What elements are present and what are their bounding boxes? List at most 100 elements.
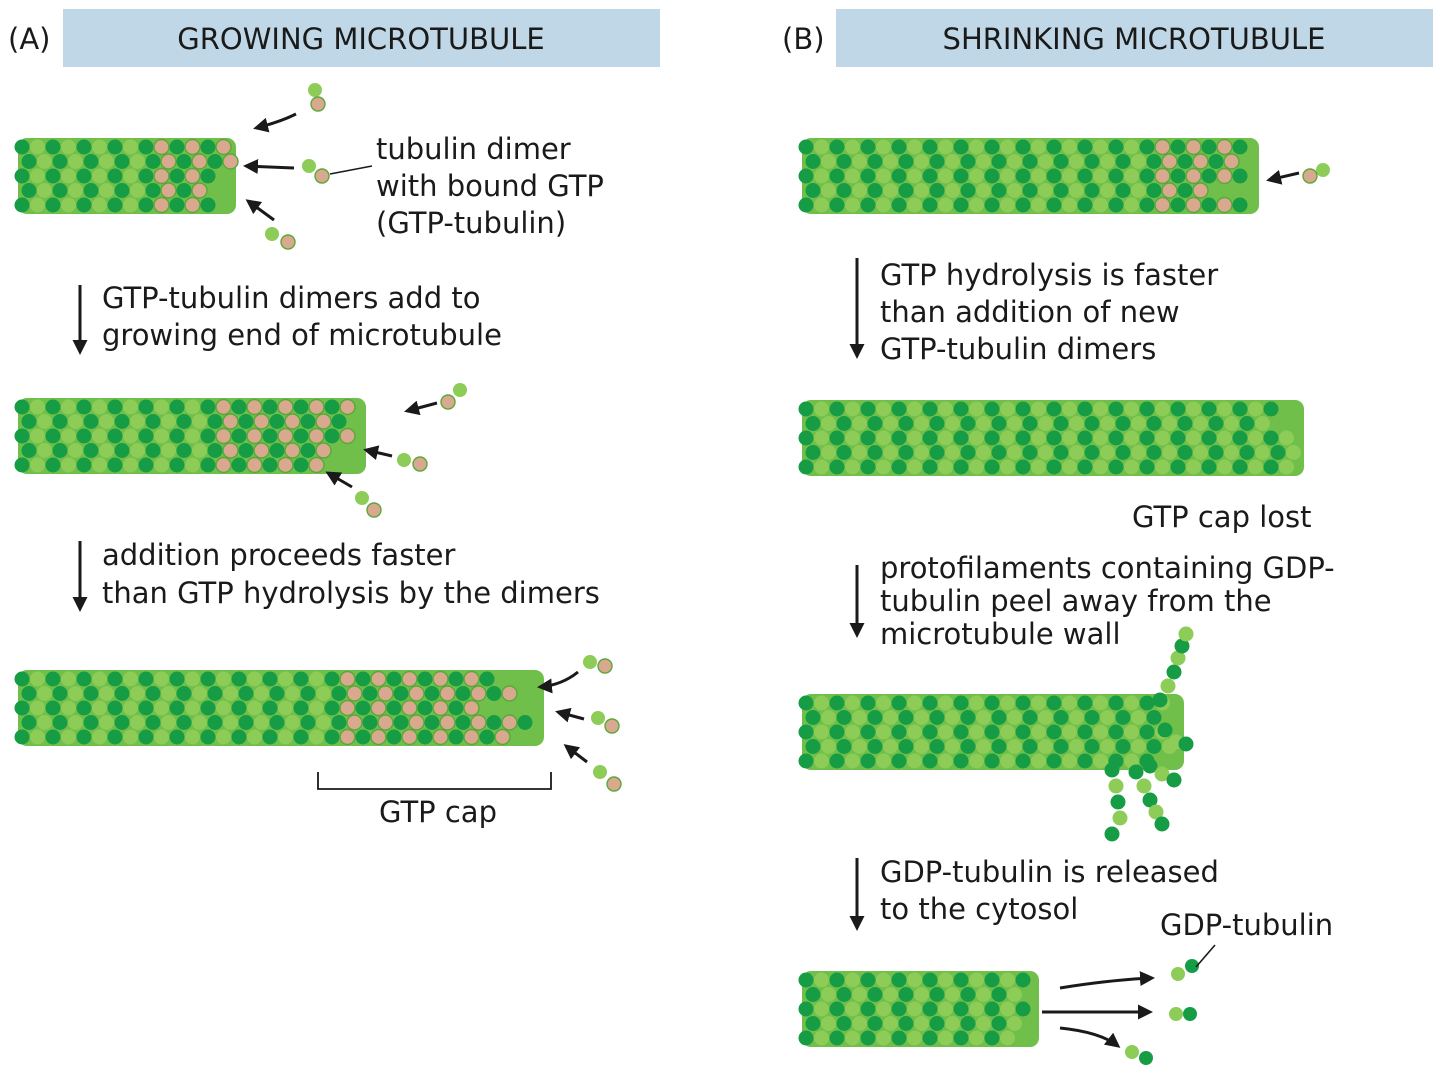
tubulin-bead — [1077, 430, 1093, 446]
tubulin-bead — [501, 714, 518, 731]
tubulin-bead — [1124, 168, 1139, 184]
tubulin-bead — [814, 724, 829, 740]
tubulin-bead — [929, 987, 945, 1002]
tubulin-bead — [1038, 416, 1053, 431]
microtubule-b-stage4 — [798, 971, 1039, 1047]
tubulin-bead — [448, 700, 464, 716]
tubulin-bead — [891, 168, 907, 184]
protofilament-bead — [1128, 764, 1144, 780]
tubulin-bead — [123, 168, 138, 184]
tubulin-bead — [1015, 695, 1031, 711]
tubulin-bead — [68, 414, 83, 429]
tubulin-bead — [30, 168, 45, 184]
tubulin-bead — [814, 401, 829, 417]
tubulin-bead — [969, 459, 984, 475]
tubulin-bead — [30, 671, 45, 687]
add-arrow — [537, 670, 579, 694]
tubulin-bead — [1201, 459, 1217, 475]
tubulin-bead — [401, 728, 418, 746]
tubulin-bead — [123, 729, 138, 745]
tubulin-bead — [1186, 401, 1201, 417]
tubulin-bead — [45, 729, 61, 745]
tubulin-bead — [386, 700, 402, 716]
tubulin-bead — [953, 430, 969, 446]
tubulin-bead — [1084, 183, 1100, 198]
tubulin-bead — [324, 428, 340, 444]
tubulin-bead — [1015, 972, 1031, 988]
tubulin-bead — [845, 972, 860, 988]
tubulin-bead — [836, 416, 852, 431]
tubulin-bead — [836, 445, 852, 460]
tubulin-bead — [52, 154, 68, 169]
add-arrow — [404, 400, 438, 416]
tubulin-bead — [68, 715, 83, 730]
tubulin-bead — [1170, 430, 1186, 446]
tubulin-bead — [883, 416, 898, 431]
tubulin-bead — [1046, 430, 1062, 446]
tubulin-bead — [262, 729, 278, 745]
tubulin-bead — [891, 753, 907, 769]
tubulin-bead — [184, 196, 201, 214]
free-dimer-bead — [397, 453, 411, 467]
tubulin-bead — [1053, 154, 1069, 169]
tubulin-bead — [185, 700, 200, 716]
tubulin-bead — [1131, 416, 1146, 431]
tubulin-bead — [976, 739, 991, 754]
tubulin-bead — [1217, 459, 1232, 475]
tubulin-bead — [976, 987, 991, 1002]
protofilament-bead — [1154, 766, 1170, 782]
tubulin-bead — [339, 699, 356, 717]
tubulin-bead — [907, 695, 922, 711]
tubulin-bead — [1154, 138, 1171, 156]
tubulin-bead — [898, 416, 914, 431]
tubulin-bead — [1038, 710, 1053, 725]
tubulin-bead — [169, 197, 185, 213]
tubulin-bead — [1038, 183, 1053, 198]
free-dimer-bead — [280, 234, 296, 250]
tubulin-bead — [1131, 154, 1146, 169]
tubulin-bead — [470, 685, 487, 702]
tubulin-bead — [154, 671, 169, 687]
tubulin-bead — [1007, 154, 1022, 169]
tubulin-bead — [984, 1001, 1000, 1017]
tubulin-bead — [1124, 724, 1139, 740]
tubulin-bead — [114, 686, 130, 701]
tubulin-bead — [883, 710, 898, 725]
tubulin-bead — [945, 183, 960, 198]
tubulin-bead — [929, 710, 945, 725]
tubulin-bead — [1038, 154, 1053, 169]
tubulin-bead — [1062, 753, 1077, 769]
tubulin-bead — [898, 183, 914, 198]
step-a1-line1: GTP-tubulin dimers add to — [102, 281, 480, 315]
tubulin-bead — [953, 753, 969, 769]
tubulin-bead — [836, 710, 852, 725]
tubulin-bead — [1115, 183, 1131, 198]
tubulin-bead — [938, 459, 953, 475]
tubulin-bead — [1139, 459, 1155, 475]
microtubule-a-stage3 — [14, 670, 544, 746]
tubulin-bead — [969, 197, 984, 213]
tubulin-bead — [1248, 459, 1263, 475]
tubulin-bead — [867, 183, 883, 198]
tubulin-bead — [1108, 459, 1124, 475]
tubulin-bead — [929, 183, 945, 198]
tubulin-bead — [1170, 139, 1186, 155]
tubulin-bead — [969, 753, 984, 769]
tubulin-bead — [463, 670, 480, 688]
free-dimer-bead — [1302, 168, 1318, 184]
tubulin-bead — [876, 1030, 891, 1046]
tubulin-bead — [1155, 430, 1170, 446]
tubulin-bead — [138, 700, 154, 716]
tubulin-bead — [814, 1030, 829, 1046]
tubulin-bead — [192, 715, 207, 730]
free-dimer-bead — [1139, 1051, 1153, 1065]
tubulin-bead — [852, 1016, 867, 1031]
tubulin-bead — [316, 686, 331, 701]
tubulin-bead — [1077, 168, 1093, 184]
tubulin-bead — [1022, 183, 1038, 198]
tubulin-bead — [161, 443, 176, 458]
tubulin-bead — [984, 139, 1000, 155]
tubulin-bead — [976, 1016, 991, 1031]
tubulin-bead — [154, 457, 169, 473]
tubulin-bead — [222, 153, 239, 170]
